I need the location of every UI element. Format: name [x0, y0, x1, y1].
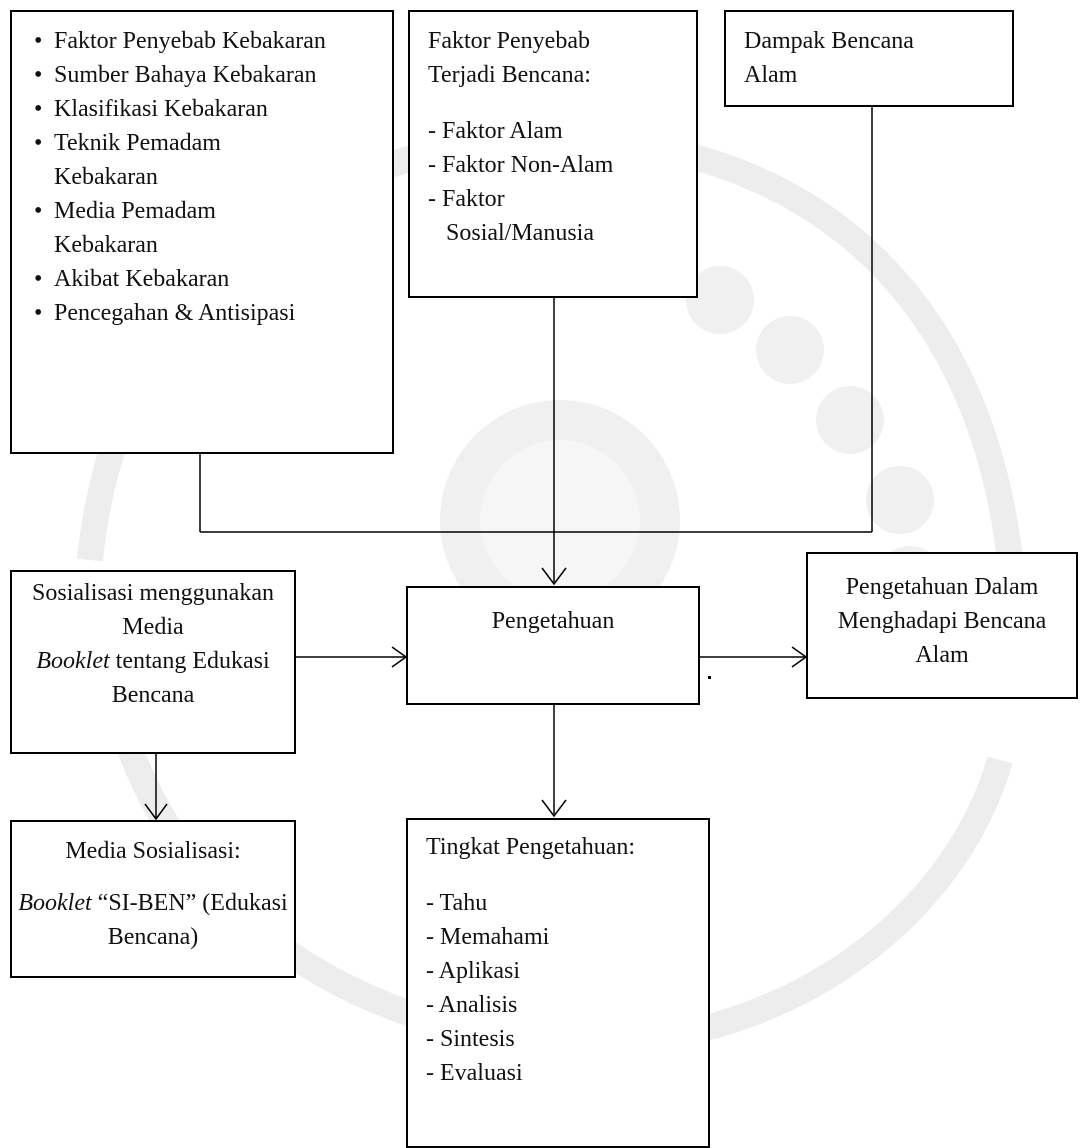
list-item: •Media Pemadam Kebakaran: [34, 198, 216, 258]
list-item: - Tahu: [426, 890, 488, 916]
box-media-sosialisasi: Media Sosialisasi: Booklet “SI-BEN” (Edu…: [10, 820, 296, 978]
media-italic: Booklet: [18, 890, 92, 916]
box-pengetahuan-bencana: Pengetahuan Dalam Menghadapi Bencana Ala…: [806, 552, 1078, 699]
arrowhead-tingkat-top: [541, 799, 567, 818]
list-item: - Analisis: [426, 992, 518, 1018]
dampak-title: Dampak Bencana Alam: [744, 28, 914, 88]
list-item: •Sumber Bahaya Kebakaran: [34, 62, 317, 88]
list-item: - Aplikasi: [426, 958, 520, 984]
list-item: •Pencegahan & Antisipasi: [34, 300, 296, 326]
list-item: - Evaluasi: [426, 1060, 523, 1086]
arrowhead-pengetahuan-top: [541, 567, 567, 586]
list-item: •Faktor Penyebab Kebakaran: [34, 28, 326, 54]
pengetahuan-title: Pengetahuan: [491, 608, 615, 634]
sosialisasi-italic: Booklet: [36, 648, 110, 674]
tiny-mark: [708, 676, 711, 679]
box-tingkat-pengetahuan: Tingkat Pengetahuan: - Tahu - Memahami -…: [406, 818, 710, 1148]
pengetahuan-bencana-title: Pengetahuan Dalam Menghadapi Bencana Ala…: [837, 574, 1047, 668]
box-pengetahuan: Pengetahuan: [406, 586, 700, 705]
box-faktor-kebakaran: •Faktor Penyebab Kebakaran •Sumber Bahay…: [10, 10, 394, 454]
kebakaran-list: •Faktor Penyebab Kebakaran •Sumber Bahay…: [34, 24, 382, 330]
list-item: •Teknik Pemadam Kebakaran: [34, 130, 221, 190]
list-item: •Klasifikasi Kebakaran: [34, 96, 268, 122]
faktor-bencana-title: Faktor Penyebab Terjadi Bencana:: [428, 28, 591, 88]
sosialisasi-line1: Sosialisasi menggunakan Media: [32, 580, 274, 640]
media-title: Media Sosialisasi:: [65, 838, 241, 864]
list-item: - Faktor Sosial/Manusia: [428, 186, 594, 246]
sosialisasi-line2: tentang Edukasi Bencana: [109, 648, 270, 708]
list-item: - Faktor Alam: [428, 118, 563, 144]
box-faktor-bencana: Faktor Penyebab Terjadi Bencana: - Fakto…: [408, 10, 698, 298]
arrowhead-media-top: [144, 803, 168, 821]
list-item: •Akibat Kebakaran: [34, 266, 230, 292]
tingkat-title: Tingkat Pengetahuan:: [426, 834, 636, 860]
media-rest: “SI-BEN” (Edukasi Bencana): [91, 890, 288, 950]
box-sosialisasi: Sosialisasi menggunakan Media Booklet te…: [10, 570, 296, 754]
list-item: - Sintesis: [426, 1026, 515, 1052]
list-item: - Faktor Non-Alam: [428, 152, 614, 178]
box-dampak-bencana: Dampak Bencana Alam: [724, 10, 1014, 107]
list-item: - Memahami: [426, 924, 550, 950]
